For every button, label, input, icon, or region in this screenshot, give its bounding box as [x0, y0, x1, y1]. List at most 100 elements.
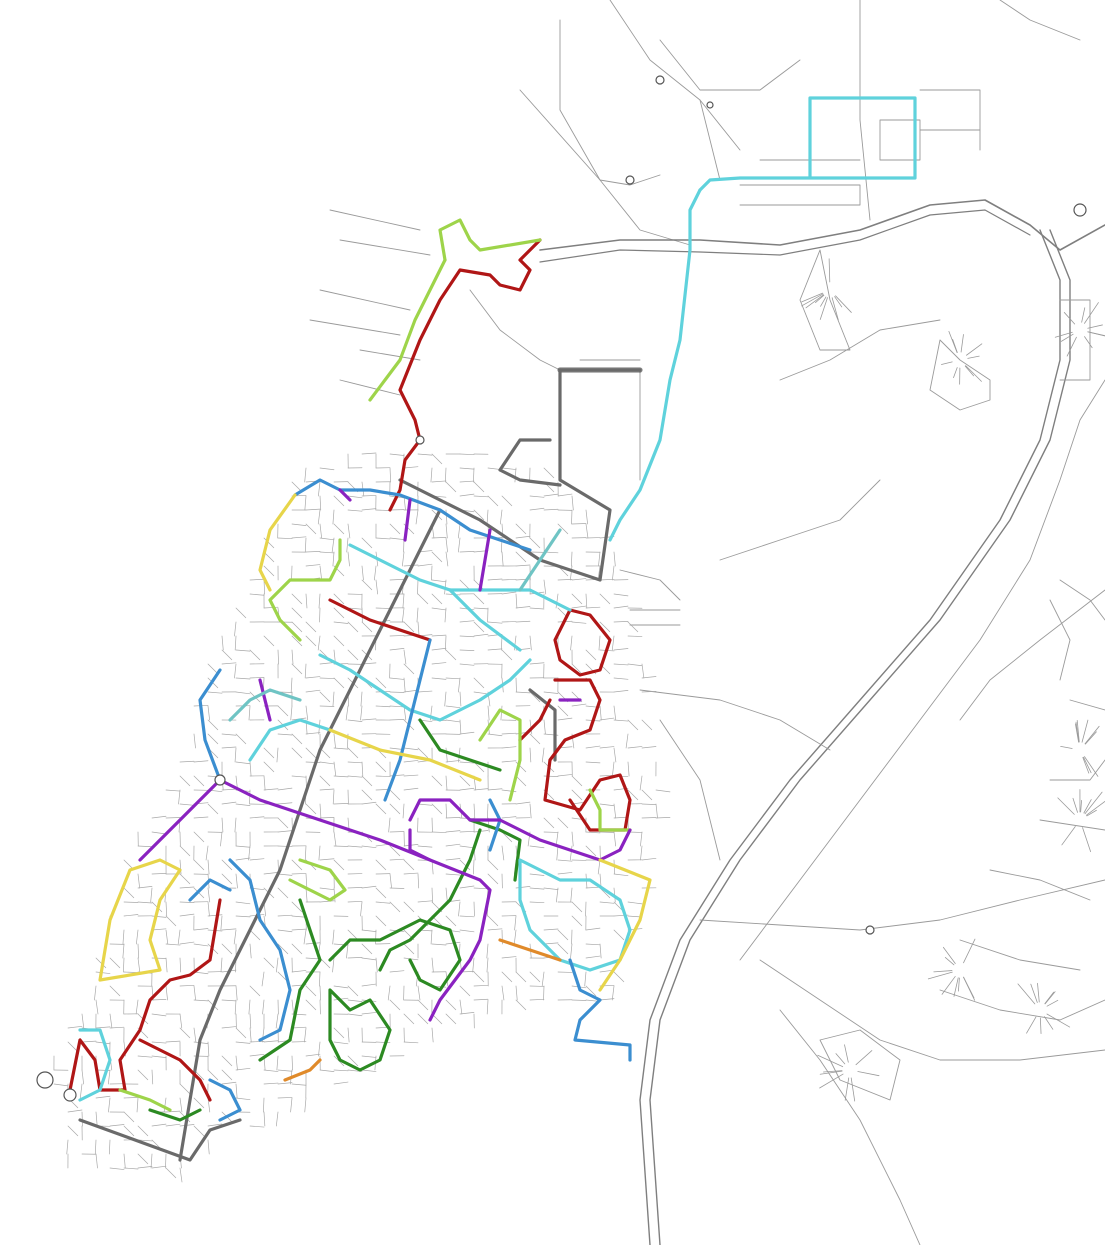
- city-street: [165, 1040, 181, 1043]
- route-gray[interactable]: [78, 1118, 242, 1162]
- route-yellow[interactable]: [98, 858, 182, 982]
- route-blue[interactable]: [198, 668, 222, 782]
- city-street: [431, 565, 433, 581]
- route-purple[interactable]: [138, 778, 222, 862]
- road: [989, 869, 1091, 901]
- route-cyan[interactable]: [698, 96, 917, 192]
- city-street: [291, 873, 307, 875]
- route-yellow[interactable]: [598, 858, 652, 992]
- route-light-green[interactable]: [118, 1088, 172, 1112]
- city-street: [430, 467, 433, 483]
- route-purple[interactable]: [403, 498, 412, 542]
- route-purple[interactable]: [408, 798, 632, 862]
- city-street: [319, 467, 335, 471]
- route-red[interactable]: [518, 698, 552, 742]
- route-gray[interactable]: [178, 508, 442, 1162]
- route-blue[interactable]: [383, 638, 432, 802]
- city-street: [375, 761, 387, 773]
- route-cyan[interactable]: [78, 1028, 112, 1102]
- route-blue[interactable]: [568, 958, 632, 1062]
- city-street: [473, 579, 485, 591]
- city-street: [235, 1067, 251, 1071]
- route-purple[interactable]: [478, 528, 492, 592]
- suburban-street: [1044, 1016, 1054, 1030]
- roundabout-node[interactable]: [214, 774, 226, 786]
- city-street: [529, 998, 545, 1001]
- route-orange[interactable]: [283, 1058, 322, 1082]
- route-purple[interactable]: [338, 488, 352, 502]
- city-street: [221, 928, 237, 931]
- city-street: [263, 635, 275, 647]
- city-street: [163, 1097, 167, 1113]
- route-dark-green[interactable]: [378, 828, 482, 972]
- city-street: [529, 873, 545, 876]
- road: [879, 119, 921, 161]
- route-orange[interactable]: [498, 938, 562, 962]
- city-street: [543, 493, 559, 497]
- route-dark-green[interactable]: [148, 1108, 202, 1122]
- route-red[interactable]: [138, 1038, 212, 1102]
- route-light-green[interactable]: [478, 708, 522, 802]
- route-dark-green[interactable]: [468, 818, 522, 882]
- route-cyan[interactable]: [348, 543, 572, 612]
- route-light-green[interactable]: [438, 218, 542, 262]
- route-dark-green[interactable]: [328, 918, 462, 992]
- city-street: [543, 928, 559, 931]
- city-street: [347, 845, 363, 848]
- route-blue[interactable]: [228, 858, 292, 1042]
- city-street: [529, 495, 545, 498]
- route-gray[interactable]: [398, 368, 612, 582]
- suburban-street: [1084, 725, 1100, 745]
- city-street: [403, 705, 407, 721]
- city-street: [304, 467, 307, 483]
- route-light-green[interactable]: [368, 258, 447, 402]
- route-cyan[interactable]: [318, 653, 532, 722]
- roundabout-node[interactable]: [415, 435, 425, 445]
- roundabout-node[interactable]: [63, 1088, 77, 1102]
- route-red[interactable]: [388, 238, 542, 512]
- city-street: [501, 971, 513, 983]
- route-red[interactable]: [328, 598, 432, 642]
- route-red[interactable]: [553, 608, 612, 677]
- city-street: [515, 775, 527, 787]
- route-yellow[interactable]: [328, 728, 482, 782]
- route-cyan[interactable]: [518, 858, 632, 972]
- route-dark-green[interactable]: [258, 898, 322, 1062]
- route-cyan[interactable]: [448, 588, 522, 652]
- route-light-green[interactable]: [588, 788, 632, 832]
- route-gray[interactable]: [528, 688, 557, 762]
- route-cyan[interactable]: [608, 188, 702, 542]
- route-blue[interactable]: [188, 878, 232, 902]
- route-purple[interactable]: [258, 678, 272, 722]
- city-street: [249, 1027, 252, 1043]
- city-street: [319, 537, 335, 541]
- city-street: [263, 537, 275, 549]
- route-light-green[interactable]: [288, 858, 347, 902]
- city-street: [235, 1097, 251, 1101]
- route-yellow[interactable]: [258, 493, 297, 592]
- city-street: [95, 1026, 111, 1029]
- city-street: [277, 914, 293, 917]
- city-street: [375, 537, 391, 540]
- route-red[interactable]: [543, 678, 632, 832]
- route-dark-green[interactable]: [418, 718, 502, 772]
- route-red[interactable]: [68, 898, 222, 1092]
- road: [339, 379, 401, 396]
- terminal-loop[interactable]: [36, 1071, 54, 1089]
- route-gray[interactable]: [498, 438, 562, 487]
- route-teal[interactable]: [518, 528, 562, 592]
- city-street: [235, 1041, 251, 1044]
- city-street: [389, 887, 405, 889]
- route-cyan[interactable]: [248, 718, 332, 762]
- route-teal[interactable]: [228, 688, 302, 722]
- city-street: [234, 635, 237, 651]
- city-street: [220, 915, 223, 931]
- city-street: [417, 579, 419, 595]
- route-blue[interactable]: [208, 1078, 242, 1122]
- route-light-green[interactable]: [268, 538, 342, 642]
- route-purple[interactable]: [218, 778, 492, 1022]
- route-purple[interactable]: [408, 828, 432, 862]
- route-dark-green[interactable]: [328, 988, 392, 1072]
